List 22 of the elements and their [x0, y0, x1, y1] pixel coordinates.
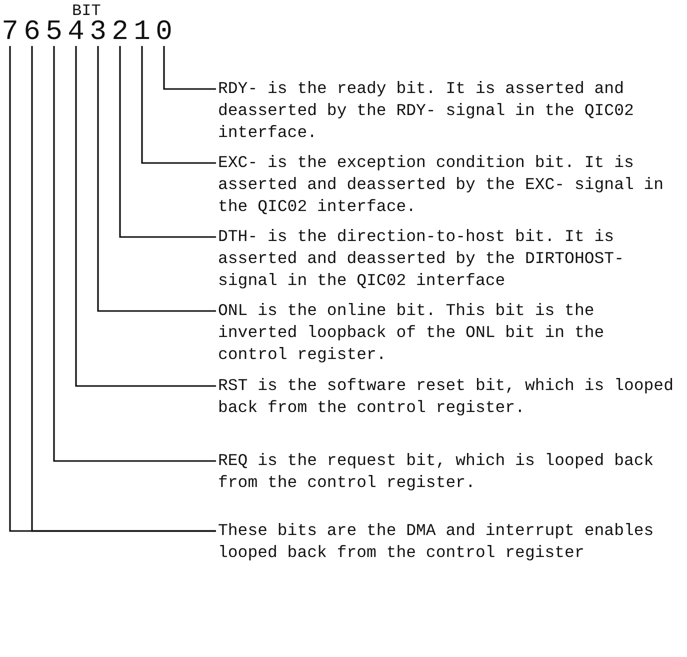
bit-number: 7: [0, 18, 21, 48]
bit-number: 2: [109, 18, 131, 48]
bit-number: 5: [43, 18, 65, 48]
leader-line: [119, 46, 216, 238]
leader-line: [53, 46, 216, 462]
bit-description: RDY- is the ready bit. It is asserted and deasserted by the RDY- signal in the QIC02 interface.: [218, 78, 678, 144]
bit-description: EXC- is the exception condition bit. It is asserted and deasserted by the EXC- signal in the QIC02 interface.: [218, 152, 678, 218]
bit-description: REQ is the request bit, which is looped back from the control register.: [218, 450, 678, 494]
bit-number: 4: [65, 18, 87, 48]
bit-number: 3: [87, 18, 109, 48]
leader-line: [163, 46, 216, 90]
bit-description: ONL is the online bit. This bit is the inverted loopback of the ONL bit in the control register.: [218, 300, 678, 366]
bit-description: These bits are the DMA and interrupt enables looped back from the control register: [218, 520, 678, 564]
bit-number: 1: [131, 18, 153, 48]
bit-description: RST is the software reset bit, which is looped back from the control register.: [218, 375, 678, 419]
bit-description: DTH- is the direction-to-host bit. It is asserted and deasserted by the DIRTOHOST- signal in the QIC02 interface: [218, 226, 678, 292]
leader-line: [141, 46, 216, 164]
bit-number: 0: [153, 18, 175, 48]
leader-line: [75, 46, 216, 387]
bit-number: 6: [21, 18, 43, 48]
leader-line: [97, 46, 216, 312]
column-heading: BIT: [72, 2, 101, 20]
